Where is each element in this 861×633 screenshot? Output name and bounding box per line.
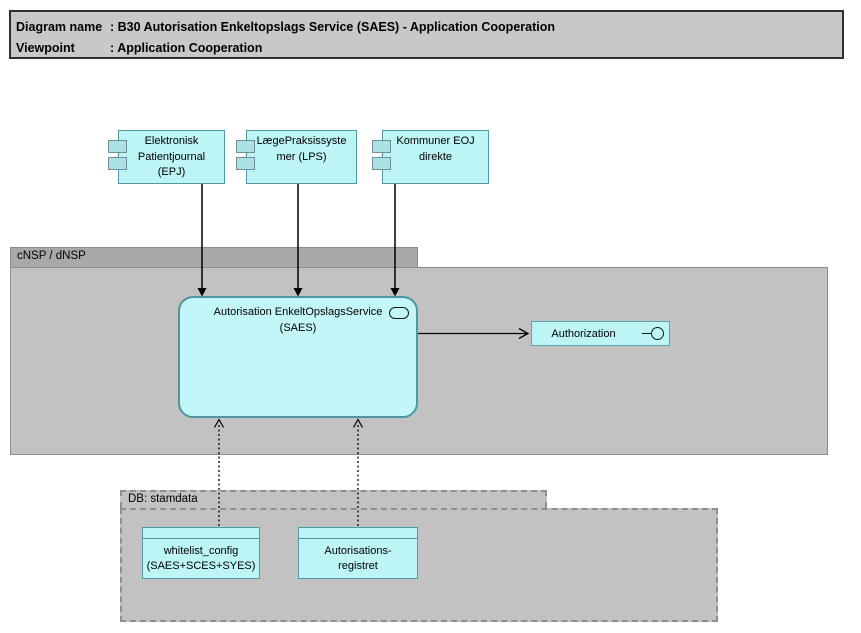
separator: : [110,20,115,34]
db-table-header-band [299,528,417,539]
component-port-icon [372,140,391,153]
db-table-header-band [143,528,259,539]
component-port-icon [108,140,127,153]
component-epj: Elektronisk Patientjournal (EPJ) [108,130,225,184]
db-table-autorisationsregistret: Autorisations- registret [298,527,418,579]
group-cnsp-tab: cNSP / dNSP [10,247,418,267]
label-line: Autorisations- [324,544,392,557]
label-line: direkte [418,150,453,163]
component-kommuner-label: Kommuner EOJ direkte [383,134,488,165]
group-db-tab: DB: stamdata [120,490,547,508]
interface-authorization-label: Authorization [551,327,616,340]
label-line: (SAES) [279,321,317,334]
service-saes-label: Autorisation EnkeltOpslagsService (SAES) [180,305,416,336]
component-port-icon [108,157,127,170]
separator: : [110,41,115,55]
label-line: whitelist_config [163,544,239,557]
component-lps: LægePraksissyste mer (LPS) [236,130,357,184]
diagram-title-box: Diagram name: B30 Autorisation Enkeltops… [9,10,844,59]
group-cnsp-body [10,267,828,455]
label-line: Autorisation EnkeltOpslagsService [213,306,383,318]
provided-interface-icon [642,322,664,345]
group-db-label: DB: stamdata [128,493,198,505]
db-table-whitelist-label: whitelist_config (SAES+SCES+SYES) [143,539,259,578]
label-line: mer (LPS) [276,150,327,163]
db-table-whitelist-config: whitelist_config (SAES+SCES+SYES) [142,527,260,579]
label-line: (SAES+SCES+SYES) [146,559,256,572]
interface-authorization: Authorization [531,321,670,346]
interface-circle-icon [651,327,664,340]
label-line: Patientjournal [137,150,206,163]
db-table-autreg-label: Autorisations- registret [299,539,417,578]
diagram-name-label: Diagram name [16,20,103,34]
component-kommuner-eoj: Kommuner EOJ direkte [372,130,489,184]
viewpoint-value: Application Cooperation [117,41,263,55]
component-port-icon [372,157,391,170]
service-saes: Autorisation EnkeltOpslagsService (SAES) [178,296,418,418]
group-cnsp-label: cNSP / dNSP [17,250,86,262]
label-line: Kommuner EOJ [396,135,475,147]
application-service-badge-icon [389,307,409,319]
label-line: Elektronisk [144,135,199,147]
viewpoint-row: Viewpoint: Application Cooperation [16,38,842,59]
component-lps-label: LægePraksissyste mer (LPS) [247,134,356,165]
component-port-icon [236,140,255,153]
label-line: registret [338,559,378,572]
label-line: LægePraksissyste [256,135,347,147]
diagram-name-row: Diagram name: B30 Autorisation Enkeltops… [16,17,842,38]
diagram-name-value: B30 Autorisation Enkeltopslags Service (… [117,20,555,34]
label-line: (EPJ) [157,166,186,178]
component-epj-label: Elektronisk Patientjournal (EPJ) [119,134,224,181]
interface-line-icon [642,333,651,334]
viewpoint-label: Viewpoint [16,41,75,55]
component-port-icon [236,157,255,170]
